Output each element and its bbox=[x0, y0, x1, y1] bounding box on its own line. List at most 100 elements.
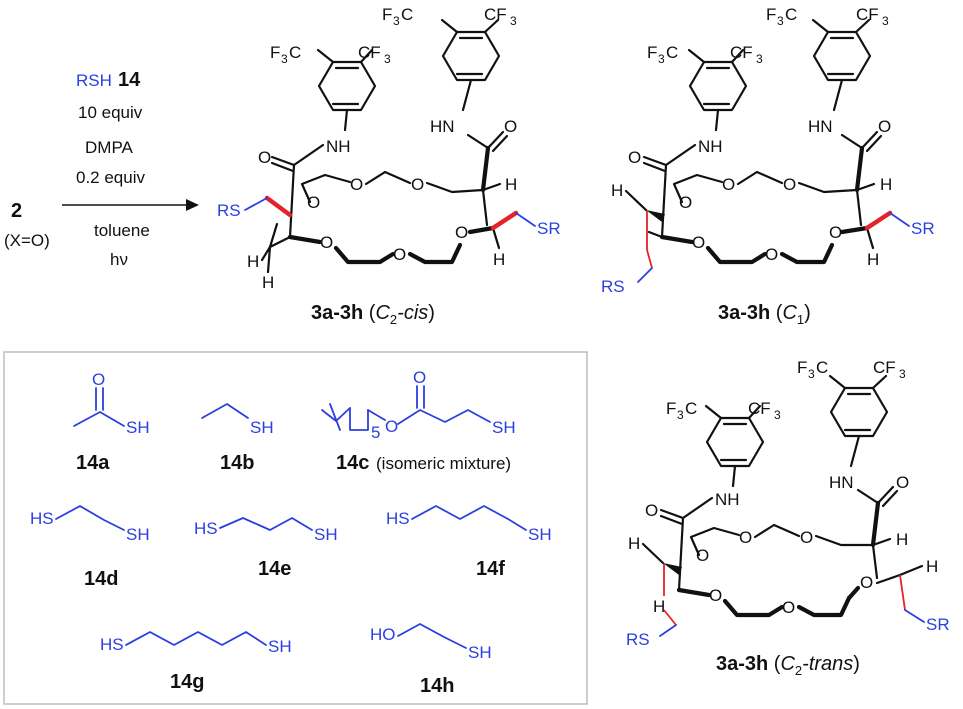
svg-text:O: O bbox=[692, 233, 705, 252]
aryl-ring-left bbox=[705, 416, 765, 468]
structure-c2-trans: F 3 C CF 3 NH F 3 C CF 3 HN O O O O O H bbox=[626, 358, 950, 649]
svg-text:HS: HS bbox=[386, 509, 410, 528]
label-c1: 3a-3h (C1) bbox=[718, 302, 811, 327]
thiol-14g: HS SH 14g bbox=[100, 631, 292, 693]
svg-text:HN: HN bbox=[808, 117, 833, 136]
svg-text:SH: SH bbox=[528, 525, 552, 544]
svg-text:NH: NH bbox=[698, 137, 723, 156]
svg-text:O: O bbox=[739, 528, 752, 547]
svg-text:3: 3 bbox=[899, 367, 906, 381]
svg-text:CF: CF bbox=[748, 399, 771, 418]
svg-text:HS: HS bbox=[100, 635, 124, 654]
svg-text:O: O bbox=[696, 546, 709, 565]
svg-text:14f: 14f bbox=[476, 558, 505, 580]
svg-text:SH: SH bbox=[268, 637, 292, 656]
svg-text:3: 3 bbox=[677, 408, 684, 422]
svg-text:O: O bbox=[258, 148, 271, 167]
svg-text:O: O bbox=[385, 417, 398, 436]
svg-text:CF: CF bbox=[856, 5, 879, 24]
catalyst-equiv: 0.2 equiv bbox=[76, 168, 145, 187]
svg-text:3a-3h (C1): 3a-3h (C1) bbox=[718, 302, 811, 327]
aryl-ring-right bbox=[812, 30, 872, 82]
svg-text:O: O bbox=[307, 193, 320, 212]
svg-text:HS: HS bbox=[194, 519, 218, 538]
structure-c1: F 3 C CF 3 NH F 3 C CF 3 HN O O O O O H bbox=[601, 5, 935, 296]
svg-text:SH: SH bbox=[468, 643, 492, 662]
svg-text:3: 3 bbox=[393, 14, 400, 28]
catalyst: DMPA bbox=[85, 138, 134, 157]
reagent-equiv: 10 equiv bbox=[78, 103, 143, 122]
svg-text:C: C bbox=[816, 358, 828, 377]
svg-text:F: F bbox=[382, 5, 392, 24]
svg-text:O: O bbox=[878, 117, 891, 136]
svg-text:HO: HO bbox=[370, 625, 396, 644]
thiol-14a: O SH 14a bbox=[73, 370, 150, 474]
svg-text:O: O bbox=[829, 223, 842, 242]
svg-text:14a: 14a bbox=[76, 452, 110, 474]
svg-text:F: F bbox=[270, 43, 280, 62]
svg-text:H: H bbox=[493, 250, 505, 269]
svg-text:14d: 14d bbox=[84, 568, 118, 590]
svg-text:O: O bbox=[679, 193, 692, 212]
label-c2-cis: 3a-3h (C2-cis) bbox=[311, 302, 435, 327]
svg-text:H: H bbox=[926, 557, 938, 576]
svg-text:O: O bbox=[504, 117, 517, 136]
svg-text:H: H bbox=[867, 250, 879, 269]
thiol-14f: HS SH 14f bbox=[386, 505, 552, 580]
svg-text:RS: RS bbox=[217, 201, 241, 220]
aryl-ring-right bbox=[829, 386, 889, 438]
svg-text:C: C bbox=[401, 5, 413, 24]
svg-text:3: 3 bbox=[384, 52, 391, 66]
svg-text:O: O bbox=[350, 175, 363, 194]
svg-text:O: O bbox=[860, 573, 873, 592]
svg-text:(isomeric mixture): (isomeric mixture) bbox=[376, 454, 511, 473]
arrow-head bbox=[186, 199, 199, 211]
svg-text:SR: SR bbox=[537, 219, 561, 238]
svg-text:14c: 14c bbox=[336, 452, 369, 474]
svg-text:3: 3 bbox=[882, 14, 889, 28]
svg-text:H: H bbox=[262, 273, 274, 292]
svg-text:C: C bbox=[685, 399, 697, 418]
svg-text:O: O bbox=[393, 245, 406, 264]
reaction-conditions: RSH 14 10 equiv DMPA 0.2 equiv 2 (X=O) t… bbox=[4, 69, 199, 269]
svg-text:3: 3 bbox=[777, 14, 784, 28]
svg-text:O: O bbox=[411, 175, 424, 194]
aryl-ring-right bbox=[441, 30, 501, 82]
svg-text:H: H bbox=[611, 181, 623, 200]
svg-text:O: O bbox=[628, 148, 641, 167]
svg-text:CF: CF bbox=[484, 5, 507, 24]
svg-text:14b: 14b bbox=[220, 452, 254, 474]
solvent: toluene bbox=[94, 221, 150, 240]
thiol-14c: 5 O O SH 14c (isomeric mixture) bbox=[321, 368, 516, 474]
svg-text:3a-3h (C2-trans): 3a-3h (C2-trans) bbox=[716, 653, 860, 678]
svg-text:SR: SR bbox=[926, 615, 950, 634]
svg-text:F: F bbox=[766, 5, 776, 24]
svg-text:3: 3 bbox=[756, 52, 763, 66]
svg-text:H: H bbox=[880, 175, 892, 194]
svg-text:F: F bbox=[647, 43, 657, 62]
svg-text:14e: 14e bbox=[258, 558, 291, 580]
svg-text:H: H bbox=[896, 530, 908, 549]
svg-text:3: 3 bbox=[808, 367, 815, 381]
svg-text:H: H bbox=[628, 534, 640, 553]
reagent-rsh: RSH bbox=[76, 71, 112, 90]
svg-text:SH: SH bbox=[492, 418, 516, 437]
thiol-14b: SH 14b bbox=[201, 403, 274, 474]
label-c2-trans: 3a-3h (C2-trans) bbox=[716, 653, 860, 678]
reactant-number: 2 bbox=[11, 200, 22, 222]
svg-text:3: 3 bbox=[774, 408, 781, 422]
svg-text:O: O bbox=[722, 175, 735, 194]
svg-text:H: H bbox=[505, 175, 517, 194]
svg-text:F: F bbox=[666, 399, 676, 418]
svg-text:H: H bbox=[653, 597, 665, 616]
thiol-14e: HS SH 14e bbox=[194, 517, 338, 580]
svg-text:SH: SH bbox=[250, 418, 274, 437]
svg-text:C: C bbox=[289, 43, 301, 62]
svg-text:O: O bbox=[782, 598, 795, 617]
thiol-box bbox=[3, 351, 588, 705]
svg-text:14h: 14h bbox=[420, 675, 454, 697]
svg-text:14g: 14g bbox=[170, 671, 204, 693]
svg-text:HN: HN bbox=[829, 473, 854, 492]
svg-text:O: O bbox=[783, 175, 796, 194]
